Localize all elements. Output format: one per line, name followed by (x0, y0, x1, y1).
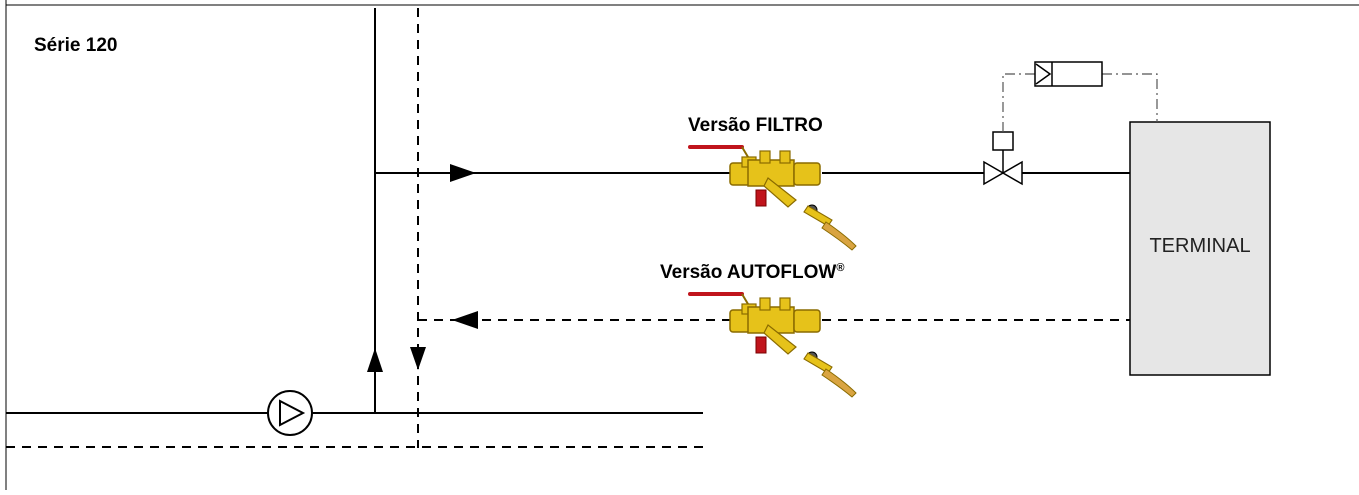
control-valve-icon (983, 131, 1023, 186)
balancing-valve-autoflow-icon (688, 292, 857, 398)
label-versao-filtro: Versão FILTRO (688, 115, 823, 136)
balancing-valve-filtro-icon (688, 145, 857, 251)
control-signal-line (1002, 73, 1158, 132)
supply-flow-arrow (450, 164, 476, 182)
terminal-label: TERMINAL (1149, 235, 1250, 257)
pump-icon (267, 390, 313, 436)
return-down-arrow (410, 347, 426, 370)
frame-border (5, 0, 1359, 490)
supply-up-arrow (367, 348, 383, 372)
terminal-unit (1129, 121, 1271, 376)
label-versao-autoflow: Versão AUTOFLOW® (660, 262, 844, 283)
return-flow-arrow (452, 311, 478, 329)
sensor-icon (1034, 61, 1103, 87)
diagram-title: Série 120 (34, 35, 117, 56)
